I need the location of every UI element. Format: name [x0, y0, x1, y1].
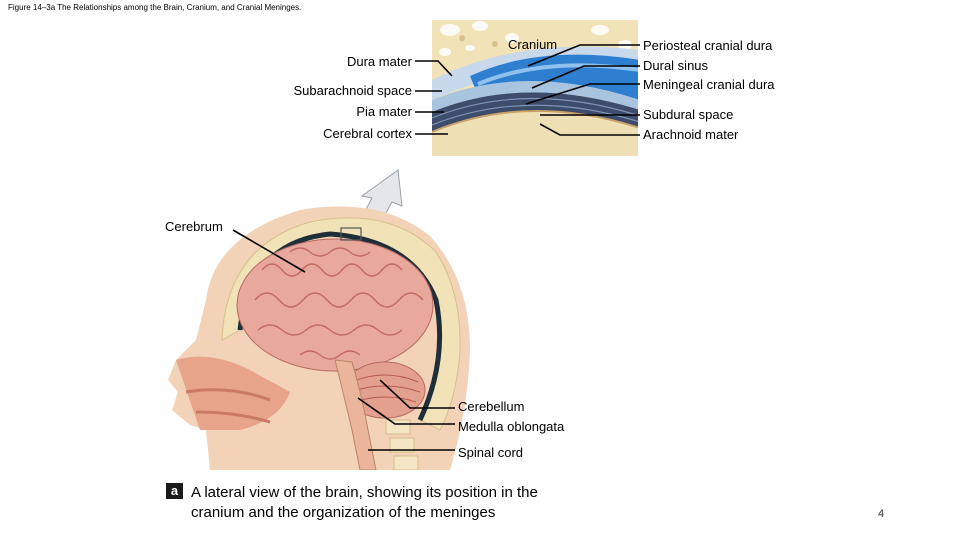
label-arachnoid-mater: Arachnoid mater	[643, 127, 738, 142]
label-dural-sinus: Dural sinus	[643, 58, 708, 73]
label-pia-mater: Pia mater	[356, 104, 412, 119]
label-cranium: Cranium	[508, 37, 557, 52]
figure-caption: A lateral view of the brain, showing its…	[191, 483, 591, 523]
label-dura-mater: Dura mater	[347, 54, 412, 69]
label-cerebrum: Cerebrum	[165, 219, 223, 234]
label-medulla-oblongata: Medulla oblongata	[458, 419, 564, 434]
head-illustration	[168, 206, 470, 470]
label-subarachnoid-space: Subarachnoid space	[293, 83, 412, 98]
page-number: 4	[878, 508, 884, 520]
label-subdural-space: Subdural space	[643, 107, 733, 122]
label-cerebellum: Cerebellum	[458, 399, 524, 414]
label-spinal-cord: Spinal cord	[458, 445, 523, 460]
label-meningeal-cranial-dura: Meningeal cranial dura	[643, 77, 775, 92]
caption-badge: a	[166, 483, 183, 499]
figure-title: Figure 14–3a The Relationships among the…	[8, 3, 301, 12]
label-periosteal-cranial-dura: Periosteal cranial dura	[643, 38, 772, 53]
label-cerebral-cortex: Cerebral cortex	[323, 126, 412, 141]
